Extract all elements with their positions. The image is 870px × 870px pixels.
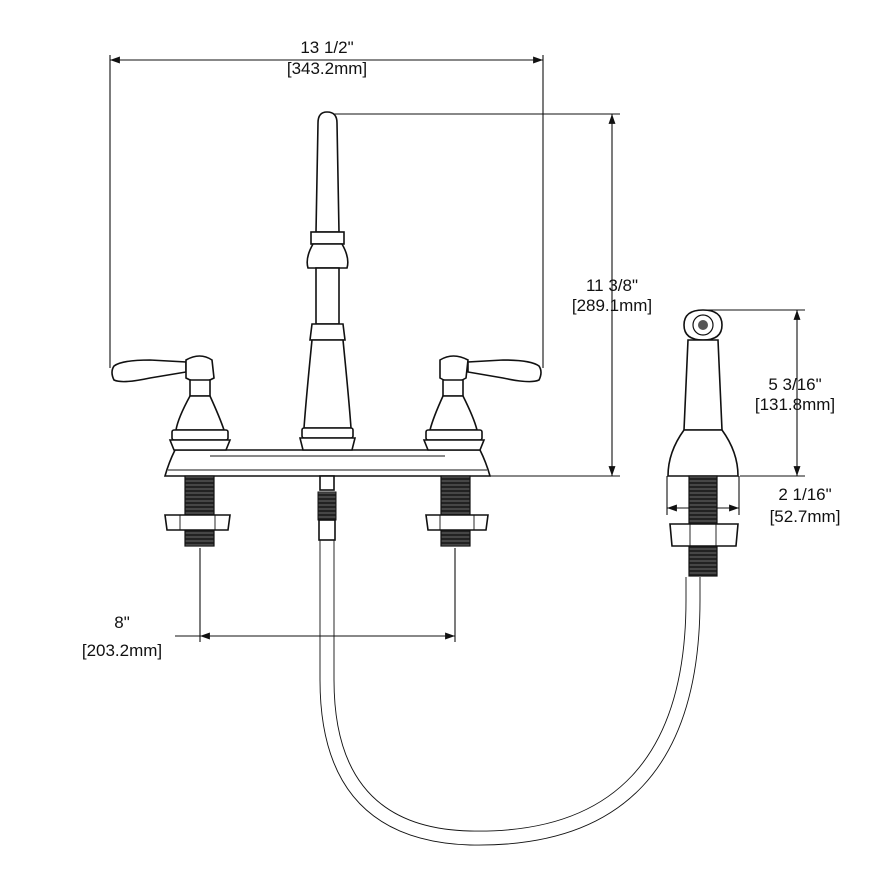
- sprayer-base-metric: [52.7mm]: [770, 507, 841, 526]
- sprayer-base-imperial: 2 1/16": [778, 485, 831, 504]
- spout-height-imperial: 11 3/8": [586, 276, 638, 295]
- dimension-center-spread: 8" [203.2mm]: [82, 548, 456, 660]
- deck-plate: [163, 449, 492, 477]
- spout: [298, 111, 357, 451]
- sprayer-hose: [319, 540, 701, 846]
- left-handle: [111, 355, 232, 451]
- dimension-sprayer-base: 2 1/16" [52.7mm]: [666, 476, 841, 526]
- overall-width-metric: [343.2mm]: [287, 59, 367, 78]
- center-spread-metric: [203.2mm]: [82, 641, 162, 660]
- sprayer-height-imperial: 5 3/16": [768, 375, 821, 394]
- sprayer-height-metric: [131.8mm]: [755, 395, 835, 414]
- right-shank: [425, 475, 489, 547]
- left-shank: [164, 475, 231, 547]
- overall-width-imperial: 13 1/2": [300, 38, 353, 57]
- side-sprayer: [667, 309, 739, 577]
- dimension-sprayer-height: 5 3/16" [131.8mm]: [705, 309, 835, 477]
- dimension-overall-width: 13 1/2" [343.2mm]: [109, 38, 544, 368]
- dimension-spout-height: 11 3/8" [289.1mm]: [327, 113, 652, 477]
- center-hose-connector: [317, 475, 337, 541]
- spout-height-metric: [289.1mm]: [572, 296, 652, 315]
- center-spread-imperial: 8": [114, 613, 130, 632]
- right-handle: [422, 355, 542, 451]
